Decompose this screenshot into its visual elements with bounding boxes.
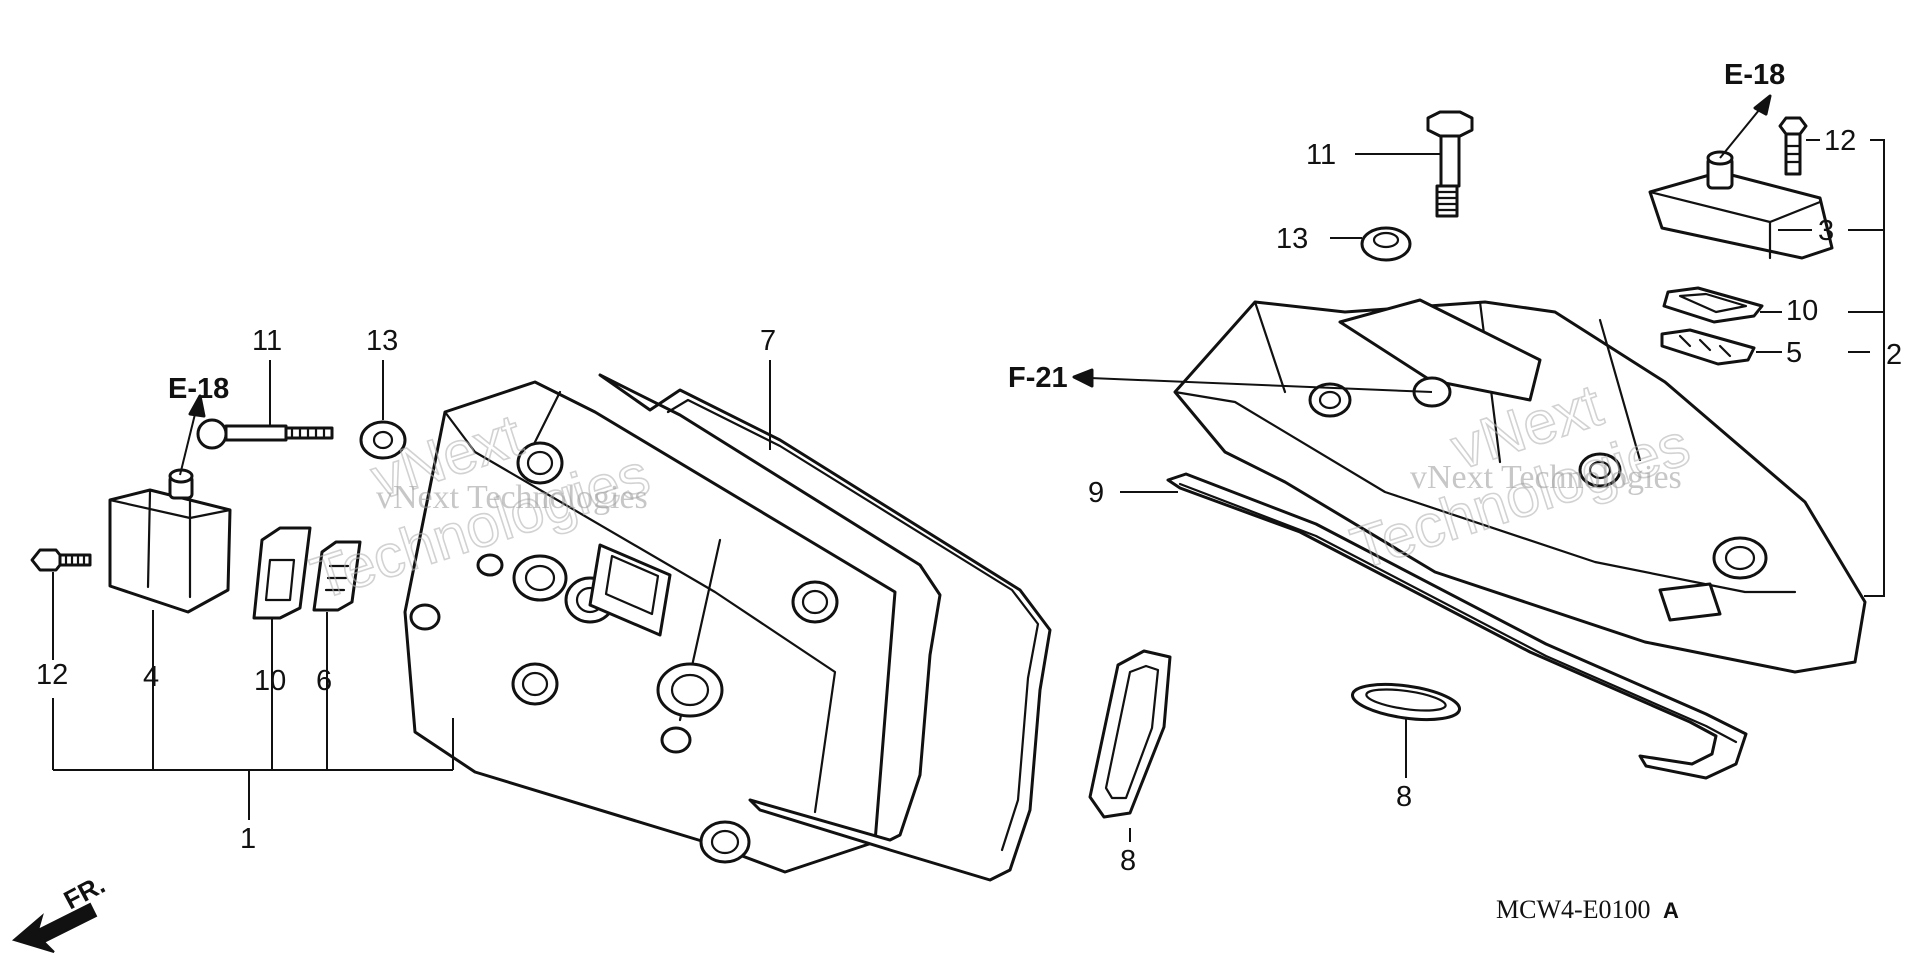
breather-cover-3: [1648, 150, 1834, 260]
diagram-code: MCW4-E0100 A: [1496, 895, 1679, 924]
callout-9: 9: [1088, 477, 1104, 509]
plate-6: [312, 540, 362, 612]
callout-2: 2: [1886, 339, 1902, 371]
breather-cover-4: [108, 468, 232, 614]
bolt-12-left: [30, 548, 92, 572]
callout-7: 7: [760, 325, 776, 357]
bolt-11-left: [196, 418, 334, 450]
watermark-text-right: vNext Technologies: [1410, 459, 1682, 496]
callout-8-right: 8: [1396, 781, 1412, 813]
ref-e18-right: E-18: [1724, 59, 1785, 91]
head-cover-gasket-9: [1166, 472, 1748, 780]
bolt-11-right: [1426, 110, 1474, 218]
callout-5: 5: [1786, 337, 1802, 369]
callout-12-right: 12: [1824, 125, 1856, 157]
washer-13-right: [1360, 226, 1412, 262]
callouts: 1 2 3 4 5 6 7 8 8 9 10 10 11 11 12 12 13…: [36, 125, 1902, 877]
callout-6: 6: [316, 665, 332, 697]
callout-10-right: 10: [1786, 295, 1818, 327]
front-label: FR.: [59, 869, 110, 915]
ref-f21: F-21: [1008, 362, 1068, 394]
gasket-10-left: [252, 526, 312, 620]
head-cover-gasket-7: [598, 373, 1052, 882]
callout-8-left: 8: [1120, 845, 1136, 877]
gasket-10-right: [1662, 286, 1764, 324]
o-ring-8-left: [1088, 649, 1172, 819]
callout-4: 4: [143, 661, 159, 693]
callout-13-right: 13: [1276, 223, 1308, 255]
o-ring-8-right: [1350, 682, 1462, 722]
plate-5: [1660, 328, 1756, 366]
callout-11-left: 11: [252, 325, 282, 357]
callout-11-right: 11: [1306, 139, 1336, 171]
leader-lines: [52, 94, 1885, 842]
callout-13-left: 13: [366, 325, 398, 357]
callout-3: 3: [1818, 215, 1834, 247]
callout-12-left: 12: [36, 659, 68, 691]
front-arrow-icon: FR.: [11, 869, 110, 953]
washer-13-left: [359, 420, 407, 460]
head-cover-1: [403, 380, 897, 874]
bolt-12-right: [1778, 116, 1808, 176]
callout-10-left: 10: [254, 665, 286, 697]
diagram-code-main: MCW4-E0100: [1496, 895, 1651, 924]
diagram-code-suffix: A: [1663, 898, 1679, 923]
head-cover-2: [1173, 298, 1867, 674]
callout-1: 1: [240, 823, 256, 855]
ref-e18-left: E-18: [168, 373, 229, 405]
watermark-text-left: vNext Technologies: [376, 479, 648, 516]
